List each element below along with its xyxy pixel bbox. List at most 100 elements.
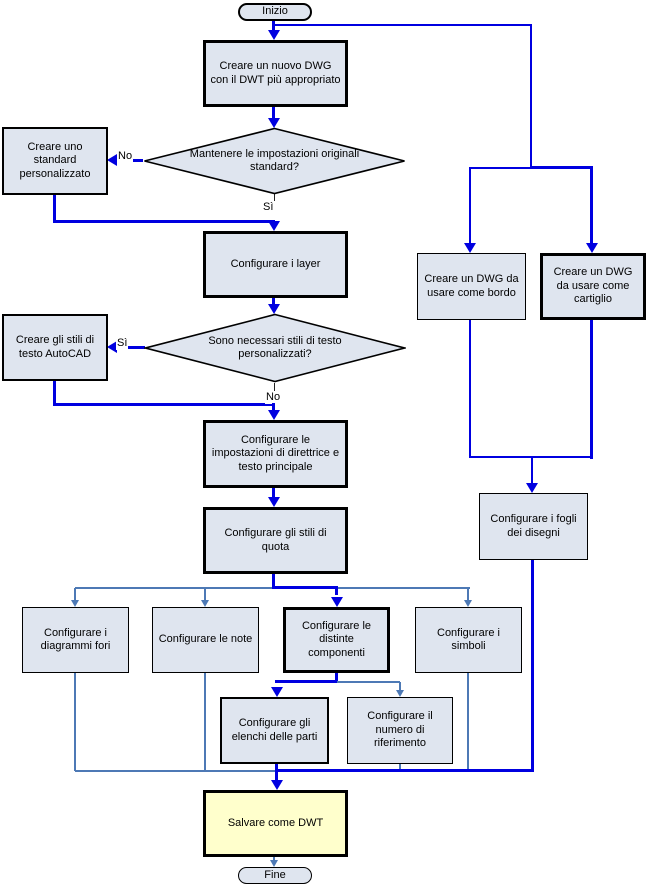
node-label: Inizio — [262, 5, 288, 18]
node-process-diagrammi-fori: Configurare i diagrammi fori — [22, 607, 129, 673]
edge-label-no: No — [265, 391, 282, 405]
connector — [274, 383, 275, 393]
arrow-down-icon — [396, 690, 404, 697]
arrow-down-icon — [464, 600, 472, 607]
node-label: Creare gli stili di testo AutoCAD — [15, 334, 95, 360]
node-process-standard-personalizzato: Creare uno standard personalizzato — [2, 127, 108, 195]
node-label: Configurare le impostazioni di direttric… — [211, 433, 340, 473]
node-label: Salvare come DWT — [227, 816, 324, 829]
connector — [531, 166, 592, 169]
arrow-down-icon — [268, 304, 280, 314]
connector — [74, 588, 76, 601]
connector — [337, 681, 400, 683]
node-process-elenchi-parti: Configurare gli elenchi delle parti — [220, 697, 329, 764]
node-process-dwg-bordo: Creare un DWG da usare come bordo — [417, 253, 526, 320]
node-label: Configurare i simboli — [437, 626, 500, 652]
connector — [399, 764, 401, 772]
node-label: Configurare le distinte componenti — [301, 619, 372, 659]
connector — [53, 195, 56, 223]
node-label: Configurare i layer — [230, 257, 321, 270]
connector — [530, 24, 532, 168]
connector — [275, 764, 278, 773]
connector — [272, 106, 275, 120]
arrow-down-icon — [268, 410, 280, 420]
node-terminator-fine: Fine — [238, 867, 312, 884]
connector — [204, 588, 206, 601]
node-process-dwg-cartiglio: Creare un DWG da usare come cartiglio — [540, 253, 646, 320]
arrow-down-icon — [270, 860, 278, 867]
node-label: Configurare i diagrammi fori — [40, 626, 111, 652]
node-label: Configurare le note — [158, 633, 253, 646]
connector — [469, 320, 471, 458]
connector — [274, 24, 532, 26]
node-process-simboli: Configurare i simboli — [415, 607, 522, 673]
node-decision-stili-testo: Sono necessari stili di testo personaliz… — [144, 313, 406, 383]
connector — [274, 194, 275, 201]
node-label: Creare un DWG da usare come bordo — [424, 273, 519, 299]
connector — [272, 403, 275, 413]
node-label: Creare uno standard personalizzato — [19, 140, 91, 180]
node-label: Configurare gli stili di quota — [224, 527, 327, 553]
edge-label-no: No — [117, 150, 134, 164]
node-label: Creare un nuovo DWG con il DWT più appro… — [210, 60, 341, 86]
node-process-stili-testo-autocad: Creare gli stili di testo AutoCAD — [2, 314, 108, 381]
arrow-down-icon — [586, 243, 598, 253]
arrow-down-icon — [268, 118, 280, 128]
node-process-salvare-dwt: Salvare come DWT — [203, 790, 348, 857]
connector — [335, 673, 338, 683]
node-process-fogli-disegni: Configurare i fogli dei disegni — [479, 493, 588, 560]
connector — [272, 488, 275, 501]
node-process-note: Configurare le note — [152, 607, 259, 673]
node-label: Configurare i fogli dei disegni — [490, 513, 577, 539]
connector — [335, 587, 338, 595]
arrow-down-icon — [268, 221, 280, 231]
connector — [469, 167, 532, 169]
connector — [53, 220, 275, 223]
arrow-left-icon — [107, 341, 117, 353]
node-terminator-inizio: Inizio — [238, 3, 312, 21]
arrow-left-icon — [107, 154, 117, 166]
node-process-new-dwg: Creare un nuovo DWG con il DWT più appro… — [203, 40, 348, 107]
node-process-direttrice: Configurare le impostazioni di direttric… — [203, 420, 348, 488]
connector — [531, 560, 534, 772]
node-label: Configurare gli elenchi delle parti — [231, 717, 318, 743]
connector — [275, 769, 278, 781]
connector — [74, 673, 76, 771]
node-process-numero-riferimento: Configurare il numero di riferimento — [347, 697, 453, 764]
node-label: Sono necessari stili di testo personaliz… — [208, 334, 342, 360]
connector — [590, 320, 593, 459]
connector — [275, 769, 534, 772]
arrow-down-icon — [271, 780, 283, 790]
arrow-down-icon — [201, 600, 209, 607]
node-label: Fine — [264, 868, 286, 881]
connector — [273, 857, 275, 862]
edge-label-si: Sì — [116, 337, 129, 351]
node-label: Configurare il numero di riferimento — [367, 710, 433, 750]
connector — [399, 682, 401, 691]
connector — [275, 680, 337, 683]
node-label: Creare un DWG da usare come cartiglio — [553, 266, 633, 306]
diamond-shape — [144, 313, 406, 383]
edge-label-si: Sì — [262, 201, 275, 215]
connector — [272, 20, 275, 32]
node-label: Mantenere le impostazioni originali stan… — [189, 147, 360, 173]
connector — [53, 381, 56, 406]
connector — [204, 673, 206, 771]
connector — [467, 673, 469, 771]
connector — [590, 166, 593, 244]
node-process-layer: Configurare i layer — [203, 231, 348, 298]
arrow-down-icon — [331, 597, 343, 607]
connector — [53, 403, 275, 406]
connector — [469, 167, 471, 244]
connector — [272, 574, 275, 588]
arrow-down-icon — [268, 30, 280, 40]
arrow-down-icon — [268, 497, 280, 507]
node-decision-impostazioni-standard: Mantenere le impostazioni originali stan… — [143, 127, 406, 195]
arrow-down-icon — [464, 243, 476, 253]
connector — [272, 586, 338, 589]
arrow-down-icon — [526, 483, 538, 493]
connector — [467, 588, 469, 601]
diamond-shape — [144, 127, 405, 195]
node-process-stili-quota: Configurare gli stili di quota — [203, 507, 348, 574]
